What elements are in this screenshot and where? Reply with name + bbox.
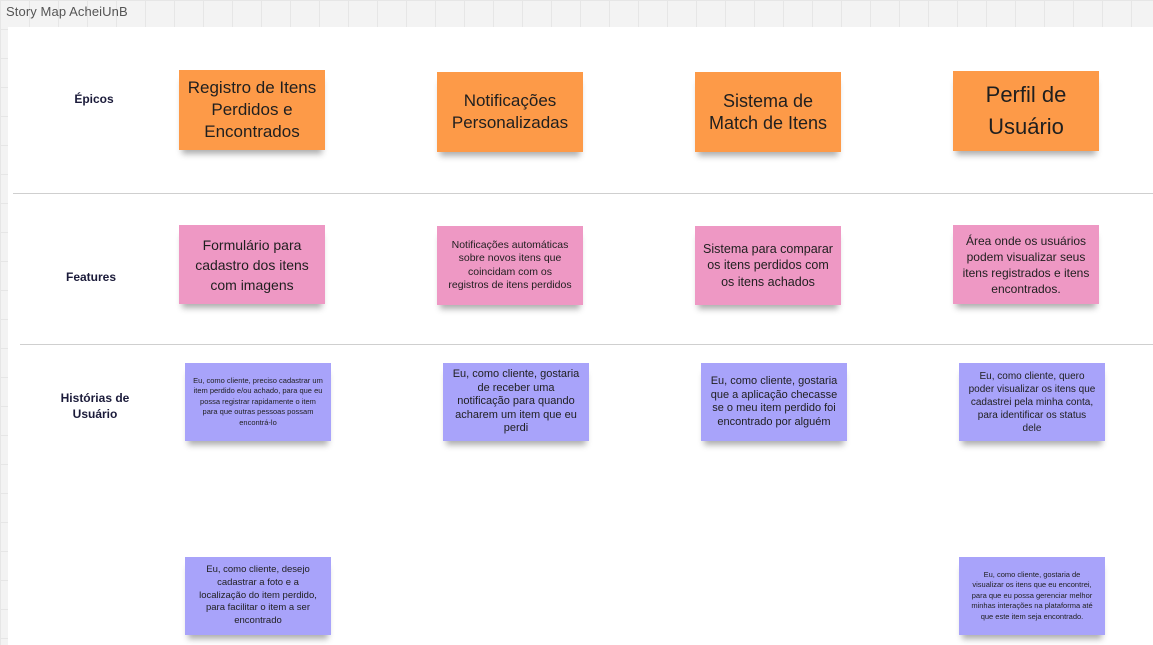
sticky-note-feature[interactable]: Notificações automáticas sobre novos ite… <box>437 226 583 305</box>
row-divider <box>13 193 1153 194</box>
sticky-note-text: Notificações Personalizadas <box>451 91 569 132</box>
sticky-note-epic[interactable]: Registro de Itens Perdidos e Encontrados <box>179 70 325 150</box>
sticky-note-text: Sistema para comparar os itens perdidos … <box>703 241 833 289</box>
sticky-note-text: Área onde os usuários podem visualizar s… <box>962 233 1090 296</box>
sticky-note-story[interactable]: Eu, como cliente, quero poder visualizar… <box>959 363 1105 441</box>
sticky-note-story[interactable]: Eu, como cliente, gostaria que a aplicaç… <box>701 363 847 441</box>
row-divider <box>20 344 1153 345</box>
sticky-note-story[interactable]: Eu, como cliente, desejo cadastrar a fot… <box>185 557 331 635</box>
sticky-note-feature[interactable]: Formulário para cadastro dos itens com i… <box>179 225 325 304</box>
row-label-historias-line1: Histórias de <box>60 391 130 405</box>
sticky-note-story[interactable]: Eu, como cliente, preciso cadastrar um i… <box>185 363 331 441</box>
sticky-note-epic[interactable]: Notificações Personalizadas <box>437 72 583 152</box>
sticky-note-text: Eu, como cliente, preciso cadastrar um i… <box>193 375 323 427</box>
sticky-note-story[interactable]: Eu, como cliente, gostaria de visualizar… <box>959 557 1105 635</box>
sticky-note-text: Sistema de Match de Itens <box>708 91 828 133</box>
row-label-historias-line2: Usuário <box>72 407 118 421</box>
row-label-historias: Histórias de Usuário <box>50 390 140 422</box>
sticky-note-feature[interactable]: Sistema para comparar os itens perdidos … <box>695 226 841 305</box>
sticky-note-text: Eu, como cliente, gostaria de receber um… <box>452 368 580 435</box>
sticky-note-feature[interactable]: Área onde os usuários podem visualizar s… <box>953 225 1099 304</box>
sticky-note-text: Formulário para cadastro dos itens com i… <box>195 236 309 293</box>
sticky-note-text: Notificações automáticas sobre novos ite… <box>448 238 572 292</box>
sticky-note-story[interactable]: Eu, como cliente, gostaria de receber um… <box>443 363 589 441</box>
sticky-note-text: Eu, como cliente, desejo cadastrar a fot… <box>199 564 317 627</box>
board-title: Story Map AcheiUnB <box>6 4 128 19</box>
row-label-features: Features <box>65 270 117 284</box>
sticky-note-epic[interactable]: Perfil de Usuário <box>953 71 1099 151</box>
sticky-note-text: Eu, como cliente, quero poder visualizar… <box>968 370 1096 434</box>
sticky-note-text: Eu, como cliente, gostaria de visualizar… <box>971 569 1093 621</box>
row-label-epicos: Épicos <box>74 92 114 106</box>
sticky-note-text: Perfil de Usuário <box>985 82 1067 139</box>
sticky-note-text: Registro de Itens Perdidos e Encontrados <box>187 78 317 141</box>
sticky-note-epic[interactable]: Sistema de Match de Itens <box>695 72 841 152</box>
sticky-note-text: Eu, como cliente, gostaria que a aplicaç… <box>710 375 838 428</box>
